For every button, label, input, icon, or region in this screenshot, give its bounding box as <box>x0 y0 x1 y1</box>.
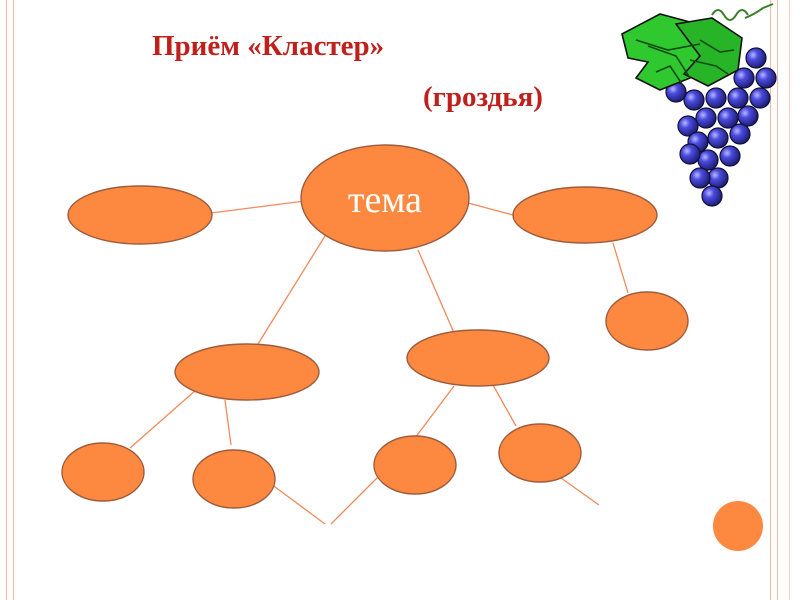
decorative-orange-dot <box>713 501 763 551</box>
slide-subtitle: (гроздья) <box>423 81 543 113</box>
edge-leaf4-tail <box>560 477 600 506</box>
edge-leaf2-bottom <box>270 483 326 525</box>
center-node-label: тема <box>348 179 422 221</box>
slide-frame-left <box>6 0 14 600</box>
edge-center-left <box>210 200 306 214</box>
slide-title: Приём «Кластер» <box>152 30 385 62</box>
cluster-node-leaf-2 <box>192 449 276 509</box>
cluster-node-leaf-4 <box>498 423 582 483</box>
nodes <box>61 144 763 551</box>
cluster-node-mid-right <box>406 329 550 387</box>
edge-bottom-leaf3 <box>330 476 379 525</box>
cluster-node-right-small <box>605 291 689 351</box>
edge-center-right <box>467 202 514 216</box>
cluster-node-right <box>512 186 658 244</box>
edge-midleft-leaf1 <box>129 389 197 449</box>
edge-midright-leaf3 <box>414 385 455 439</box>
edge-midright-leaf4 <box>492 384 517 427</box>
edge-midleft-leaf2 <box>224 399 232 446</box>
cluster-node-leaf-1 <box>61 442 145 502</box>
cluster-node-mid-left <box>174 343 320 401</box>
edge-center-midleft <box>257 235 326 345</box>
cluster-node-leaf-3 <box>373 435 457 495</box>
grape-cluster-icon <box>621 3 777 207</box>
slide-frame-right <box>770 0 778 600</box>
edge-right-to-small <box>612 242 629 294</box>
cluster-node-center <box>300 144 470 252</box>
cluster-node-left <box>67 185 213 245</box>
slide-frame-right-outer <box>789 0 792 600</box>
